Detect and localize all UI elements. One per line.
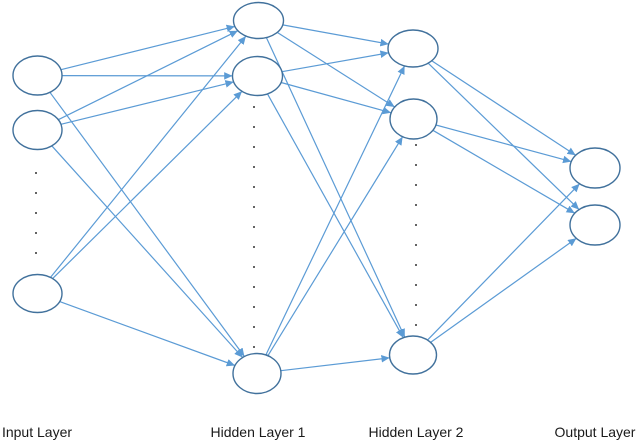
ellipsis-dot-hidden1-5 (253, 206, 255, 208)
edge-hidden2-1-to-output-2 (427, 62, 580, 211)
ellipsis-dot-columns (35, 106, 417, 348)
ellipsis-dot-hidden1-3 (253, 166, 255, 168)
ellipsis-dot-hidden2-9 (415, 324, 417, 326)
label-hidden-layer-2: Hidden Layer 2 (369, 424, 464, 440)
edge-hidden1-3-to-hidden2-3 (280, 355, 390, 372)
edge-input-3-to-hidden1-3 (59, 301, 236, 367)
label-hidden-layer-1: Hidden Layer 1 (211, 424, 306, 440)
ellipsis-dot-hidden2-6 (415, 264, 417, 266)
edge-hidden1-2-to-hidden2-1 (281, 50, 389, 73)
ellipsis-dot-input-3 (35, 232, 37, 234)
ellipsis-dot-hidden2-7 (415, 284, 417, 286)
edge-hidden1-2-to-hidden2-3 (266, 93, 404, 338)
edge-hidden2-1-to-output-1 (431, 60, 577, 156)
ellipsis-dot-input-0 (35, 172, 37, 174)
ellipsis-dot-hidden1-10 (253, 306, 255, 308)
ellipsis-dot-hidden1-4 (253, 186, 255, 188)
node-output-2 (569, 204, 621, 246)
ellipsis-dot-hidden1-12 (253, 346, 255, 348)
ellipsis-dot-hidden2-0 (415, 144, 417, 146)
neuron-nodes (12, 1, 621, 395)
edge-input-1-to-hidden1-3 (49, 91, 245, 357)
ellipsis-dot-hidden2-8 (415, 304, 417, 306)
edge-hidden2-2-to-output-2 (432, 129, 576, 214)
label-input-layer: Input Layer (2, 424, 72, 440)
ellipsis-dot-hidden2-2 (415, 184, 417, 186)
ellipsis-dot-input-4 (35, 252, 37, 254)
edge-hidden1-1-to-hidden2-1 (282, 24, 389, 47)
edge-hidden2-3-to-output-2 (430, 237, 577, 343)
node-hidden1-3 (232, 352, 282, 395)
edge-input-3-to-hidden1-1 (50, 35, 247, 278)
ellipsis-dot-hidden1-6 (253, 226, 255, 228)
edge-input-2-to-hidden1-1 (58, 30, 239, 121)
edge-hidden2-2-to-output-1 (435, 124, 572, 164)
node-hidden1-2 (231, 55, 284, 97)
node-input-1 (12, 55, 63, 96)
ellipsis-dot-hidden1-2 (253, 146, 255, 148)
node-hidden2-1 (387, 29, 439, 68)
ellipsis-dot-hidden1-9 (253, 286, 255, 288)
ellipsis-dot-hidden1-0 (253, 106, 255, 108)
edge-input-2-to-hidden1-2 (60, 80, 234, 125)
ellipsis-dot-hidden1-7 (253, 246, 255, 248)
connection-arrows (49, 24, 581, 372)
edge-hidden1-3-to-hidden2-1 (265, 65, 406, 356)
edge-hidden2-3-to-output-1 (427, 183, 581, 341)
node-input-3 (12, 273, 63, 314)
node-input-2 (12, 109, 63, 151)
ellipsis-dot-hidden2-4 (415, 224, 417, 226)
edge-hidden1-2-to-hidden2-2 (280, 81, 392, 115)
node-output-1 (569, 147, 621, 189)
label-output-layer: Output Layer (555, 424, 636, 440)
edge-hidden1-1-to-hidden2-3 (265, 37, 406, 338)
ellipsis-dot-hidden2-1 (415, 164, 417, 166)
ellipsis-dot-input-2 (35, 212, 37, 214)
ellipsis-dot-hidden2-5 (415, 244, 417, 246)
edge-hidden1-3-to-hidden2-2 (267, 136, 404, 357)
ellipsis-dot-hidden2-3 (415, 204, 417, 206)
edge-hidden1-1-to-hidden2-2 (276, 31, 396, 108)
layer-labels: Input Layer Hidden Layer 1 Hidden Layer … (2, 424, 636, 440)
edge-input-3-to-hidden1-2 (52, 90, 243, 280)
node-hidden2-2 (389, 98, 438, 140)
ellipsis-dot-hidden1-1 (253, 126, 255, 128)
node-hidden1-1 (232, 1, 285, 40)
ellipsis-dot-hidden1-8 (253, 266, 255, 268)
edge-input-1-to-hidden1-1 (60, 24, 236, 71)
edge-input-2-to-hidden1-3 (51, 145, 244, 358)
ellipsis-dot-input-1 (35, 192, 37, 194)
node-hidden2-3 (388, 335, 438, 375)
ellipsis-dot-hidden1-11 (253, 326, 255, 328)
